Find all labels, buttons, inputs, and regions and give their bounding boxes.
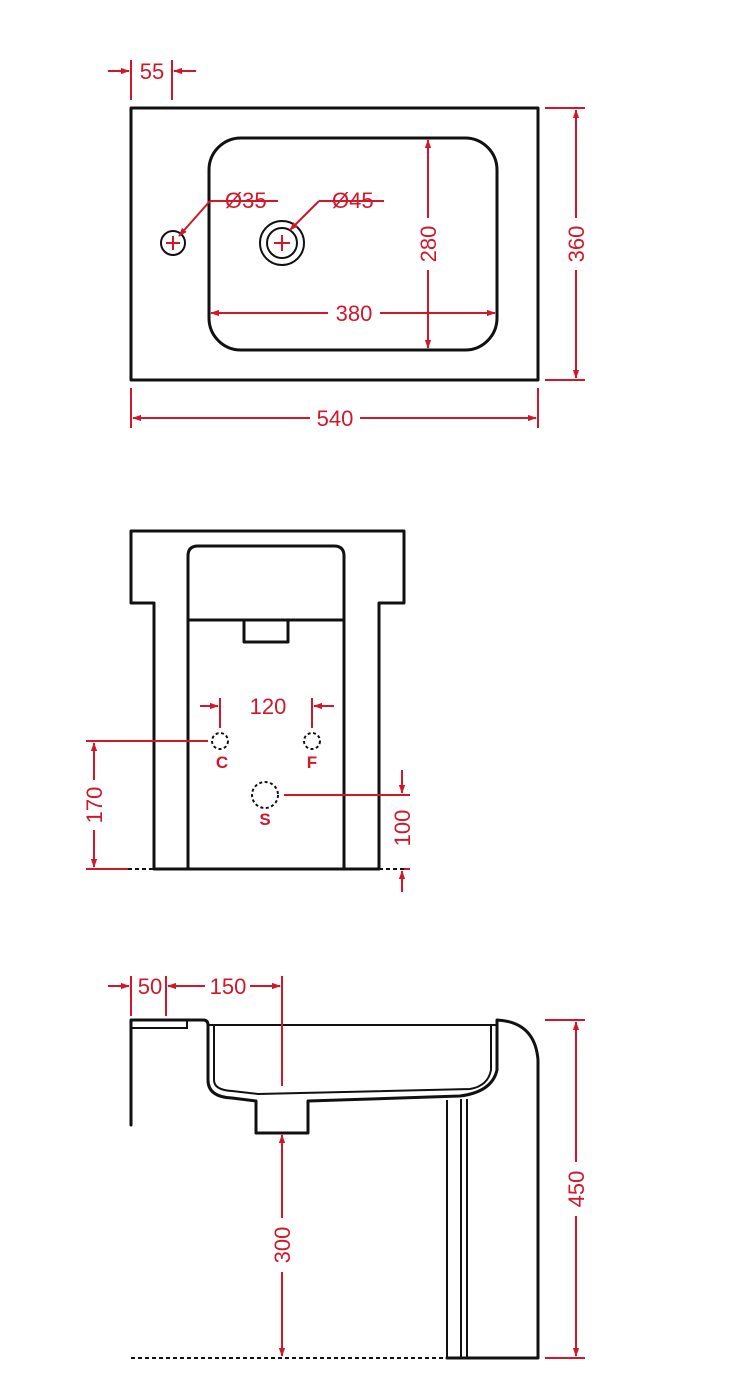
drain-hole-icon bbox=[259, 220, 305, 266]
dim-overall-height-label: 450 bbox=[564, 1171, 589, 1208]
waste-connection-icon bbox=[251, 781, 279, 809]
dim-waste-height-label: 100 bbox=[390, 810, 415, 847]
cold-label: C bbox=[216, 753, 228, 772]
dim-overall-depth: 360 bbox=[545, 107, 589, 381]
dim-overall-width-label: 540 bbox=[317, 406, 354, 431]
flush-label: F bbox=[307, 753, 317, 772]
dim-drain-label: Ø45 bbox=[332, 188, 374, 213]
waste-label: S bbox=[259, 810, 270, 829]
side-view-bowl-inner bbox=[208, 1024, 497, 1096]
dim-bowl-depth-label: 280 bbox=[416, 226, 441, 263]
small-hole-icon bbox=[160, 230, 186, 256]
dim-supply-height-label: 170 bbox=[82, 787, 107, 824]
dim-drain: Ø45 bbox=[289, 188, 384, 231]
dim-waste-height: 100 bbox=[284, 770, 415, 892]
side-view-wall-top bbox=[130, 1019, 188, 1029]
top-view: 55 Ø35 Ø45 280 380 bbox=[108, 59, 589, 431]
dim-drain-offset-label: 150 bbox=[210, 974, 247, 999]
dim-bowl-width: 380 bbox=[210, 301, 496, 326]
dim-connection-spacing: 120 bbox=[200, 694, 334, 728]
dim-wall-offset-label: 50 bbox=[138, 974, 162, 999]
dim-tap-offset-label: 55 bbox=[140, 59, 164, 84]
dim-wall-offset: 50 bbox=[108, 974, 167, 1016]
front-view-bowl bbox=[186, 544, 346, 871]
dim-drain-height: 300 bbox=[270, 1134, 295, 1357]
cold-connection-icon bbox=[211, 732, 229, 750]
side-view: 50 150 300 450 bbox=[108, 974, 589, 1360]
dim-overall-depth-label: 360 bbox=[564, 226, 589, 263]
top-view-outline bbox=[129, 106, 540, 382]
dim-drain-height-label: 300 bbox=[270, 1227, 295, 1264]
dim-bowl-width-label: 380 bbox=[336, 301, 373, 326]
side-view-outline bbox=[129, 1018, 540, 1360]
dim-tap-offset: 55 bbox=[108, 59, 196, 100]
front-view: C F S 120 170 100 bbox=[82, 529, 415, 892]
dim-bowl-depth: 280 bbox=[416, 139, 441, 349]
flush-connection-icon bbox=[303, 732, 321, 750]
dim-drain-offset: 150 bbox=[167, 974, 283, 1086]
dim-supply-height: 170 bbox=[82, 740, 208, 870]
dim-small-hole-label: Ø35 bbox=[225, 188, 267, 213]
dim-overall-width: 540 bbox=[130, 388, 539, 431]
dim-small-hole: Ø35 bbox=[178, 188, 278, 237]
dim-overall-height: 450 bbox=[545, 1019, 589, 1359]
dim-connection-spacing-label: 120 bbox=[250, 694, 287, 719]
front-view-outlet bbox=[242, 618, 290, 644]
top-view-bowl bbox=[207, 136, 499, 352]
